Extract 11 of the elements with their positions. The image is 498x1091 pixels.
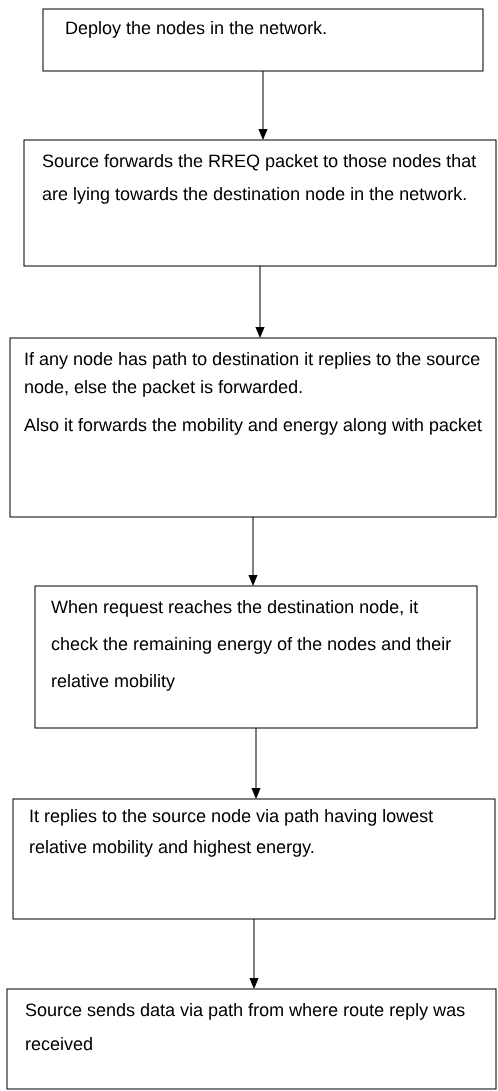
process-box: Deploy the nodes in the network. xyxy=(42,8,484,72)
arrow xyxy=(255,265,265,338)
process-box: Source forwards the RREQ packet to those nodes that are lying towards the destination node in the network. xyxy=(23,139,497,267)
arrow xyxy=(248,516,258,586)
process-box: It replies to the source node via path having lowest relative mobility and highest energy. xyxy=(12,798,496,920)
arrow xyxy=(258,70,268,140)
arrow xyxy=(251,727,261,799)
process-box: If any node has path to destination it replies to the source node, else the packet is forwarded. Also it forwards the mobility and energy along with packet xyxy=(9,337,497,518)
process-box: Source sends data via path from where route reply was received xyxy=(6,988,497,1090)
process-box: When request reaches the destination node, it check the remaining energy of the nodes and their relative mobility xyxy=(34,585,478,729)
arrow xyxy=(249,918,259,989)
